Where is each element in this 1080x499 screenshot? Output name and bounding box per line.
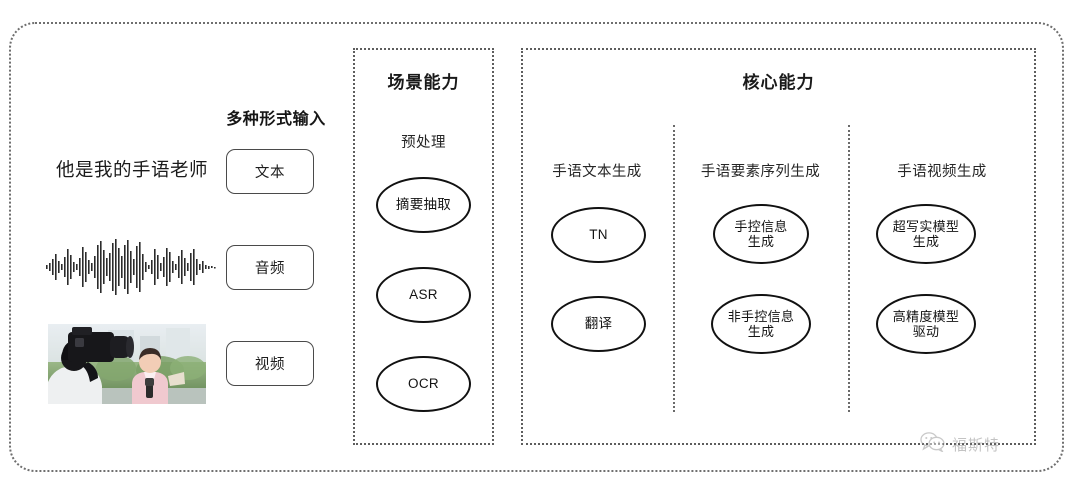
core-column-title-sign-element-sequence-generation: 手语要素序列生成 — [700, 164, 821, 180]
node-label-line1: 翻译 — [584, 316, 613, 332]
scene-capability-title: 场景能力 — [387, 73, 460, 92]
scene-capability-panel — [353, 48, 494, 445]
node-high-precision-model-driving[interactable]: 高精度模型 驱动 — [876, 294, 976, 354]
core-column-divider-1 — [673, 125, 675, 412]
audio-waveform-icon — [44, 236, 220, 298]
input-modality-button-audio[interactable]: 音频 — [226, 245, 314, 290]
node-label-line1: 超写实模型 — [892, 218, 960, 234]
wechat-logo-icon — [920, 432, 946, 457]
node-ocr[interactable]: OCR — [376, 356, 471, 412]
node-label-line1: 非手控信息 — [727, 308, 795, 324]
core-column-title-sign-video-generation: 手语视频生成 — [897, 164, 987, 180]
node-label-line2: 生成 — [747, 324, 775, 339]
node-asr[interactable]: ASR — [376, 267, 471, 323]
node-label-line1: 高精度模型 — [892, 308, 960, 324]
video-thumbnail-image — [48, 324, 206, 404]
core-column-title-sign-text-generation: 手语文本生成 — [552, 164, 642, 180]
watermark: 福斯特 — [920, 432, 1000, 457]
node-label-line2: 驱动 — [912, 324, 940, 339]
core-capability-title: 核心能力 — [742, 73, 815, 92]
diagram-outer-frame — [9, 22, 1064, 472]
node-translation[interactable]: 翻译 — [551, 296, 646, 352]
node-label-line1: TN — [589, 227, 608, 243]
input-modality-button-text[interactable]: 文本 — [226, 149, 314, 194]
node-hyperrealistic-model-generation[interactable]: 超写实模型 生成 — [876, 204, 976, 264]
node-non-manual-information-generation[interactable]: 非手控信息 生成 — [711, 294, 811, 354]
sample-text-input-example: 他是我的手语老师 — [55, 159, 208, 180]
node-tn[interactable]: TN — [551, 207, 646, 263]
node-label-line2: 生成 — [912, 234, 940, 249]
node-manual-information-generation[interactable]: 手控信息 生成 — [713, 204, 809, 264]
watermark-text: 福斯特 — [952, 437, 1001, 454]
input-modality-button-video[interactable]: 视频 — [226, 341, 314, 386]
scene-column-title-preprocess: 预处理 — [401, 135, 446, 151]
core-column-divider-2 — [848, 125, 850, 412]
input-section-heading: 多种形式输入 — [226, 111, 326, 128]
node-label-line2: 生成 — [747, 234, 775, 249]
node-label-line1: 手控信息 — [734, 218, 788, 234]
node-summary-extraction[interactable]: 摘要抽取 — [376, 177, 471, 233]
core-capability-panel — [521, 48, 1036, 445]
